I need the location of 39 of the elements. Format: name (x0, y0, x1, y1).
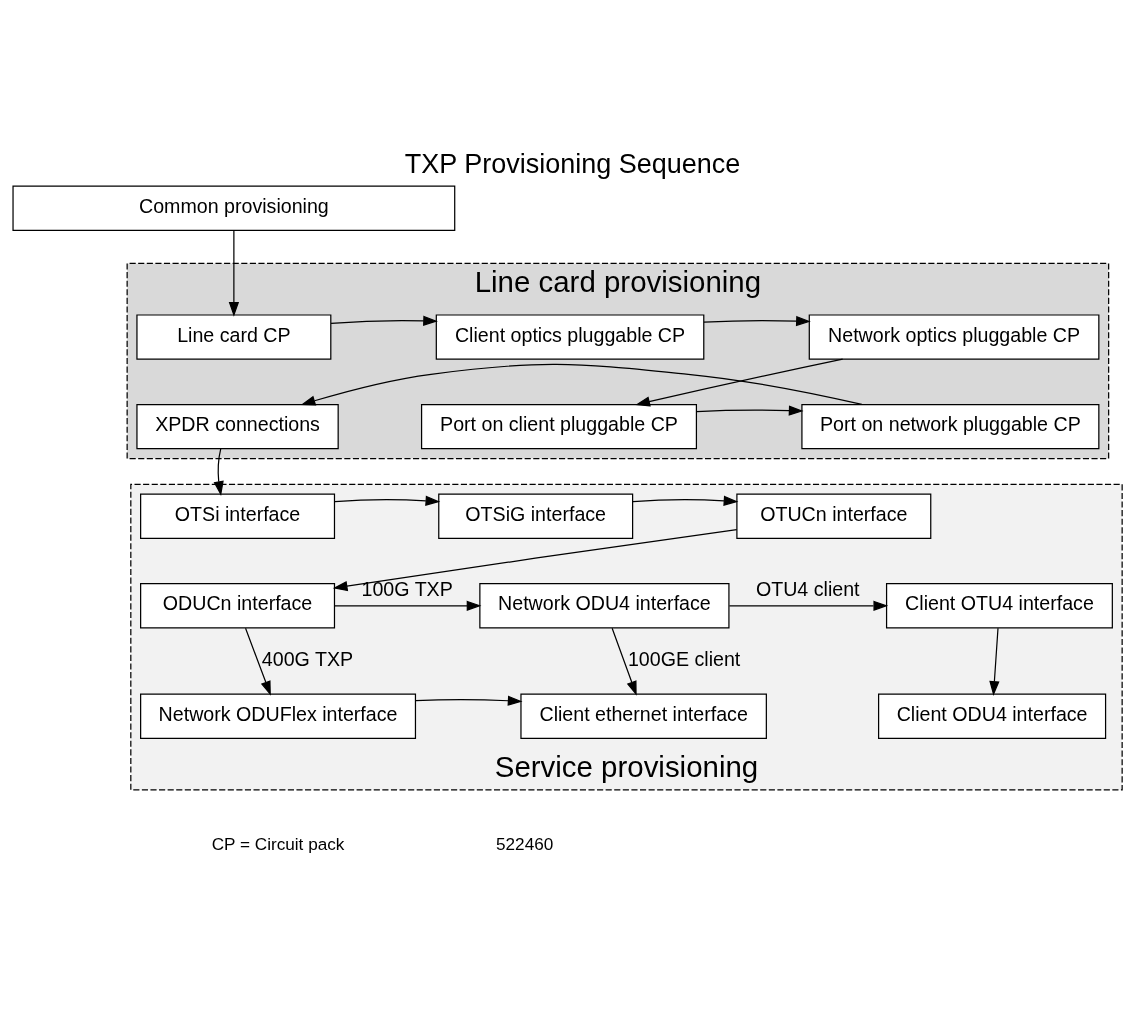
arrow (728, 600, 889, 611)
arrow (989, 627, 1000, 696)
edge-label: 100GE client (627, 647, 741, 670)
label: CP = Circuit pack (211, 833, 345, 854)
arrow (414, 695, 523, 706)
node-box: Network optics pluggable CP (808, 314, 1100, 360)
node-box: Client optics pluggable CP (435, 314, 705, 360)
arrow (213, 448, 224, 496)
node-box: Port on client pluggable CP (420, 403, 698, 450)
node-box: ODUCn interface (140, 583, 336, 629)
node-box: OTSiG interface (438, 493, 634, 539)
arrow (300, 363, 863, 406)
diagram-title: TXP Provisioning Sequence (404, 149, 741, 180)
arrow (228, 229, 240, 317)
node-box: Client ethernet interface (520, 693, 767, 739)
node-box: Client OTU4 interface (885, 583, 1113, 629)
node-box: Network ODU4 interface (479, 583, 730, 629)
arrow (334, 600, 482, 611)
node-box: Line card CP (136, 314, 332, 360)
arrow (703, 315, 811, 327)
edge-label: 100G TXP (361, 577, 453, 600)
node-box: Client ODU4 interface (878, 693, 1107, 739)
arrow (330, 315, 438, 326)
arrow (635, 358, 844, 407)
arrow (334, 495, 441, 506)
node-box: OTUCn interface (736, 493, 932, 539)
arrow (332, 528, 738, 592)
arrow (696, 405, 804, 416)
arrow (244, 627, 271, 696)
arrow (632, 495, 739, 506)
edge-label: 400G TXP (261, 647, 354, 670)
arrow (611, 627, 637, 696)
node-box: Network ODUFlex interface (140, 693, 417, 739)
node-box: OTSi interface (140, 493, 336, 539)
node-box: Common provisioning (12, 185, 456, 231)
node-box: XPDR connections (136, 403, 339, 450)
edge-label: OTU4 client (755, 577, 860, 600)
label: 522460 (496, 833, 554, 854)
node-box: Port on network pluggable CP (801, 403, 1100, 450)
